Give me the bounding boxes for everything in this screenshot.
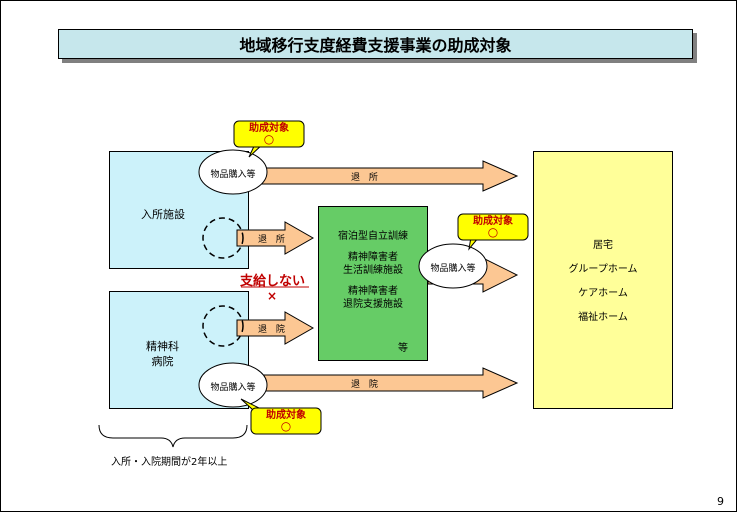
center-line5: 退院支援施設	[343, 299, 403, 310]
arrow-exit-facility-short	[236, 221, 315, 255]
arrow-label-exit-hospital-long: 退 院	[351, 380, 381, 390]
bubble-label-hospital: 物品購入等	[210, 383, 256, 393]
residence-item-care-home: ケアホーム	[578, 288, 628, 299]
callout-bottom-label: 助成対象	[266, 410, 306, 421]
residence-list: 居宅 グループホーム ケアホーム 福祉ホーム	[533, 234, 673, 330]
period-note: 入所・入院期間が2年以上	[111, 457, 228, 468]
callout-center: 助成対象 ○	[458, 216, 528, 238]
center-line4: 精神障害者	[348, 286, 398, 297]
callout-box-bottom	[250, 407, 322, 435]
callout-top-label: 助成対象	[249, 123, 289, 134]
callout-box-center	[457, 213, 529, 241]
arrow-label-exit-hospital-short: 退 院	[258, 325, 288, 335]
bubble-label-facility: 物品購入等	[210, 170, 256, 180]
transitional-facility-text: 宿泊型自立訓練 精神障害者 生活訓練施設 精神障害者 退院支援施設	[318, 230, 428, 311]
callout-bottom: 助成対象 ○	[251, 410, 321, 432]
hospital-label-line1: 精神科	[146, 340, 179, 353]
page-title: 地域移行支度経費支援事業の助成対象	[58, 29, 693, 59]
residence-box	[533, 151, 673, 409]
center-line2: 精神障害者	[348, 252, 398, 263]
not-paid-label: 支給しない	[240, 274, 306, 289]
callout-center-mark: ○	[487, 225, 499, 239]
center-line1: 宿泊型自立訓練	[338, 231, 408, 242]
dashed-circle-facility	[202, 217, 244, 259]
facility-label: 入所施設	[141, 208, 185, 221]
bubble-label-center: 物品購入等	[430, 264, 476, 274]
arrow-label-exit-facility-long: 退 所	[351, 173, 381, 183]
residence-item-welfare-home: 福祉ホーム	[578, 312, 628, 323]
callout-bottom-mark: ○	[280, 419, 292, 433]
residence-item-home: 居宅	[593, 240, 613, 251]
hospital-label: 精神科 病院	[146, 339, 179, 369]
callout-center-label: 助成対象	[473, 216, 513, 227]
arrow-exit-facility-long	[255, 160, 519, 192]
bubble-hospital-purchase	[198, 362, 268, 408]
center-line3: 生活訓練施設	[343, 265, 403, 276]
period-brace	[98, 424, 248, 448]
arrow-label-exit-facility-short: 退 所	[258, 235, 288, 245]
arrow-exit-hospital-short	[236, 311, 315, 345]
bubble-center-purchase	[418, 243, 488, 289]
callout-top-mark: ○	[263, 132, 275, 146]
residence-item-group-home: グループホーム	[568, 264, 638, 275]
bubble-facility-purchase	[198, 149, 268, 195]
arrow-exit-hospital-long	[255, 367, 519, 399]
not-paid-mark: ×	[267, 289, 278, 303]
hospital-label-line2: 病院	[151, 355, 174, 368]
dashed-circle-hospital	[202, 305, 244, 347]
callout-top: 助成対象 ○	[234, 123, 304, 145]
callout-box-top	[233, 120, 305, 148]
center-line6: 等	[398, 343, 408, 354]
page-number: 9	[717, 495, 724, 508]
